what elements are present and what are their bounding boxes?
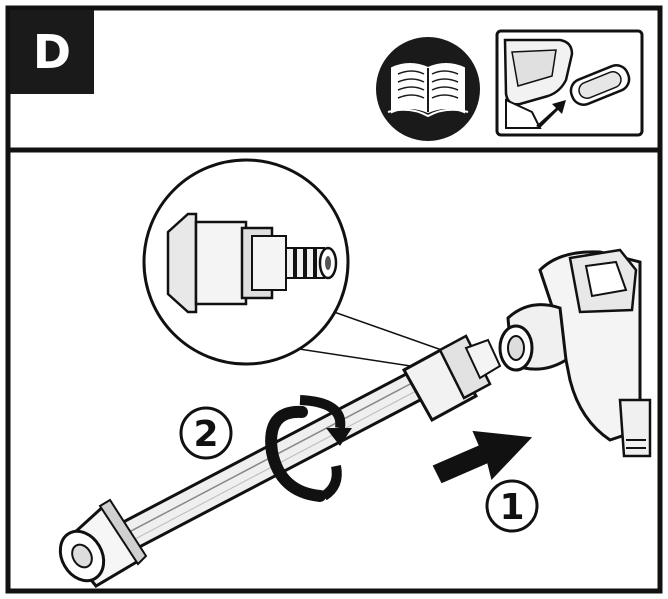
- push-arrow-icon: [432, 430, 533, 484]
- accessory-storage-icon: [495, 29, 644, 137]
- step-number-1: 1: [485, 479, 539, 533]
- svg-text:2: 2: [193, 414, 218, 455]
- step-badge: D: [10, 10, 94, 94]
- rotate-arrow-icon: [265, 395, 352, 502]
- open-book-icon: [376, 37, 480, 141]
- spray-lance: [58, 334, 502, 588]
- step-letter: D: [33, 25, 71, 79]
- pressure-washer-pump: [498, 248, 652, 458]
- zoom-detail-bubble: [142, 158, 350, 366]
- step-number-2: 2: [179, 406, 233, 460]
- svg-text:1: 1: [499, 487, 524, 528]
